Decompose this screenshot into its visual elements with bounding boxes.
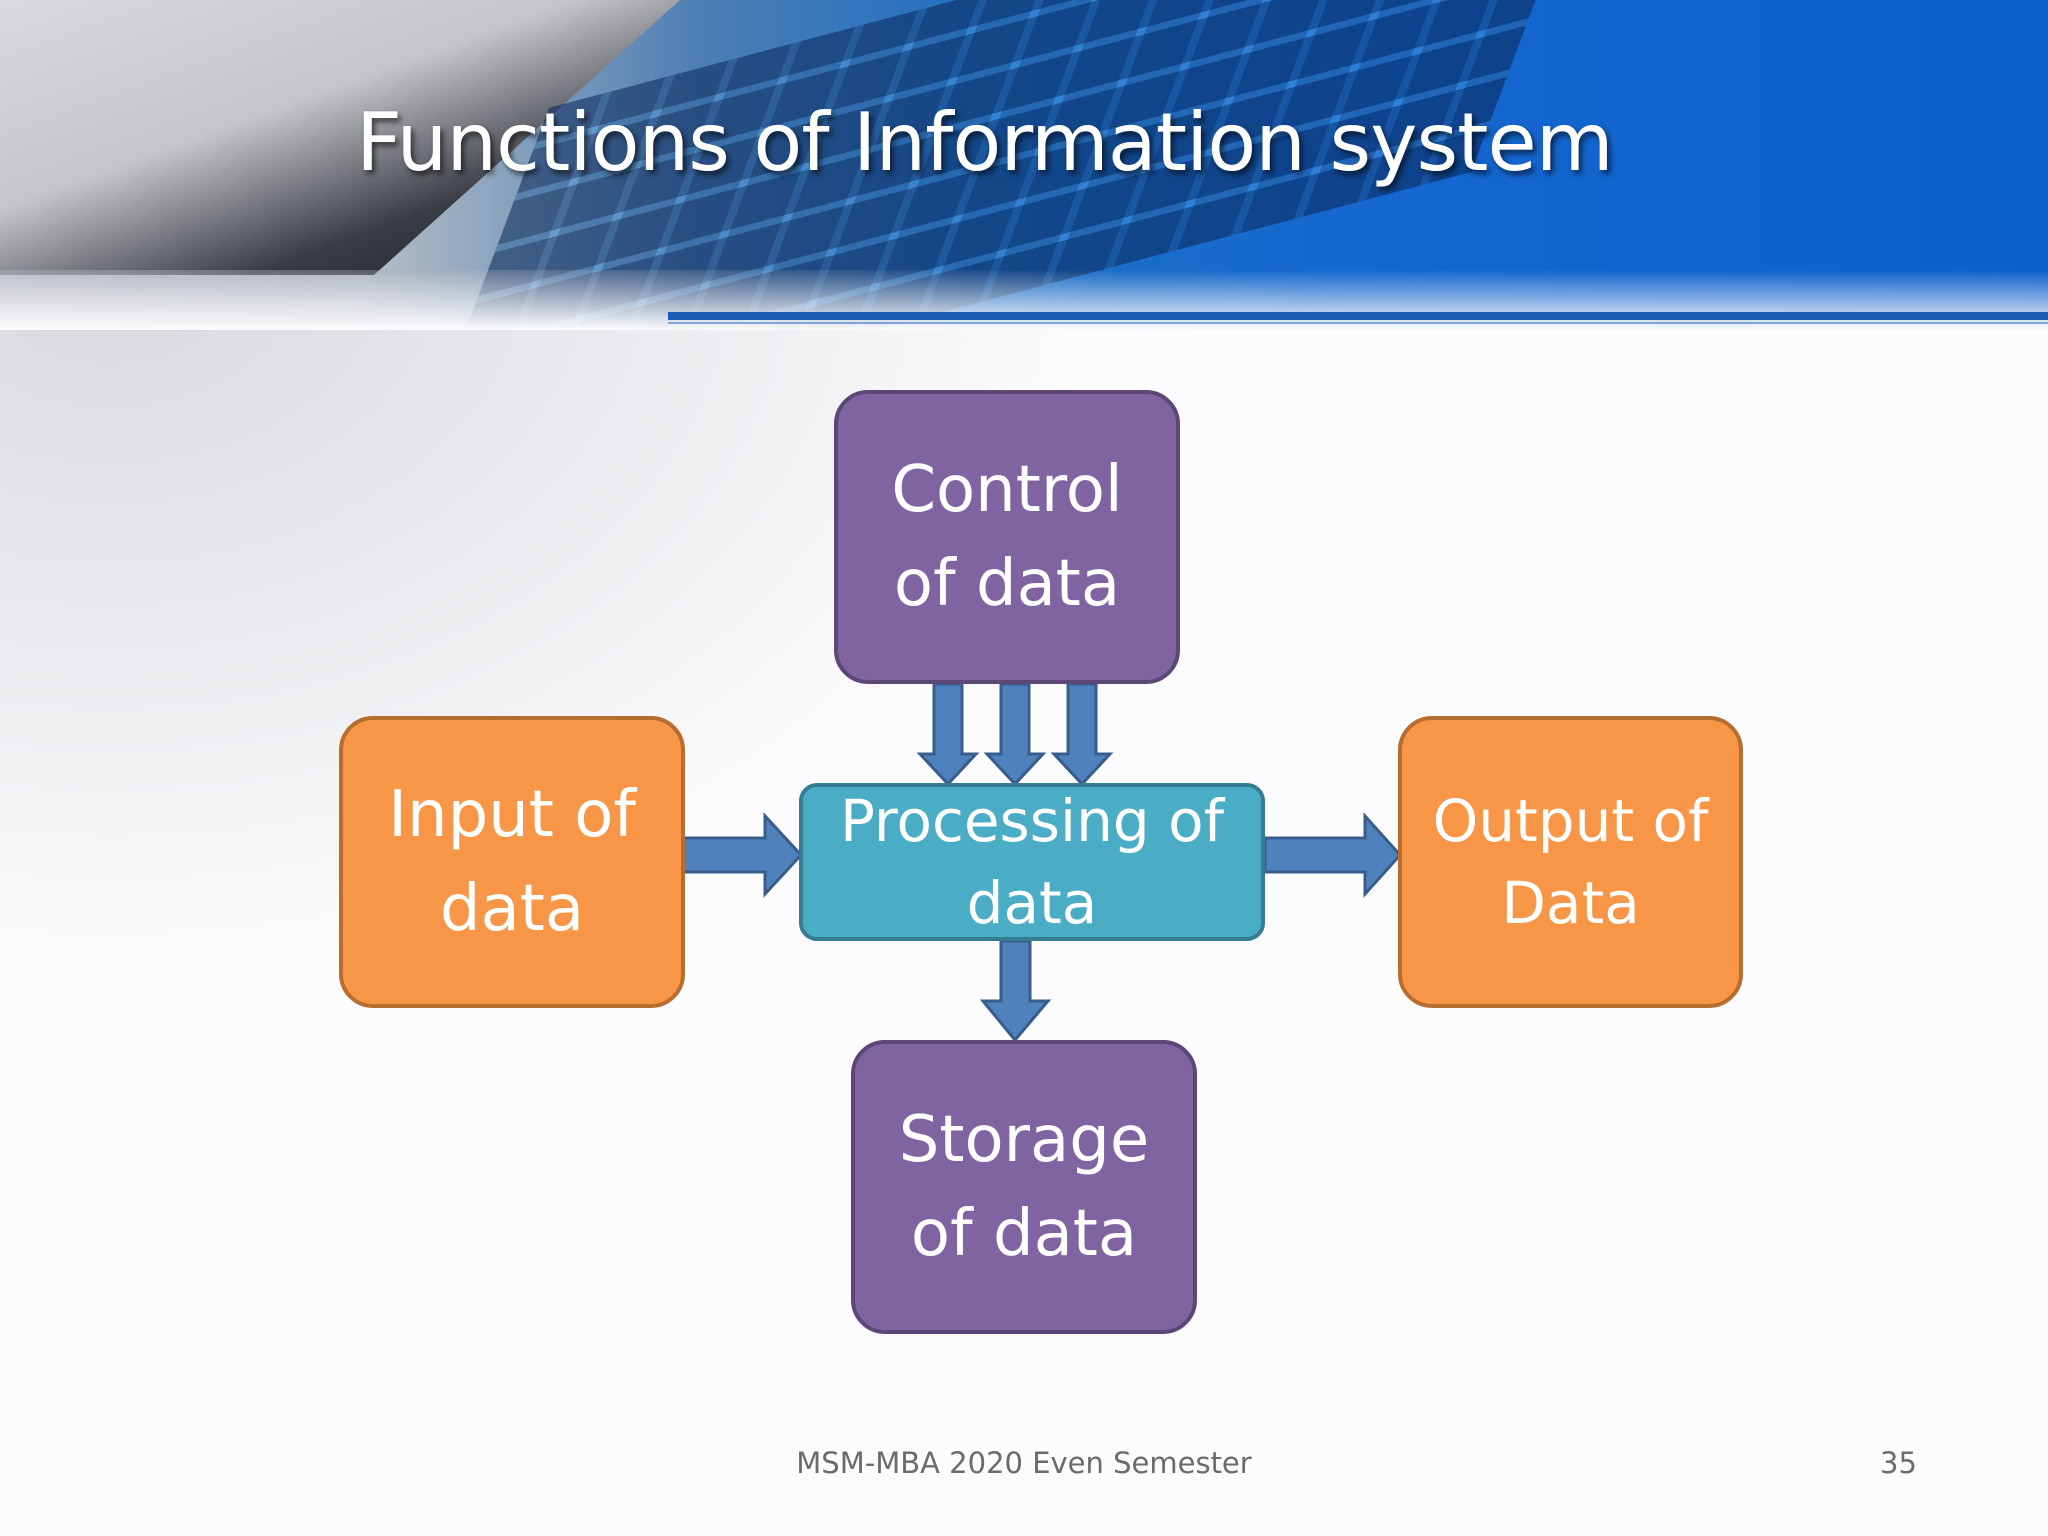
arrow-control-to-processing-3: [1050, 682, 1114, 787]
output-of-data-box: Output of Data: [1398, 716, 1743, 1008]
arrow-control-to-processing-2: [983, 682, 1047, 787]
input-of-data-box: Input of data: [339, 716, 685, 1008]
storage-label-line1: Storage: [898, 1103, 1150, 1177]
processing-of-data-box: Processing of data: [799, 783, 1265, 941]
control-label-line2: of data: [893, 547, 1121, 621]
input-label-line1: Input of: [388, 778, 636, 852]
control-of-data-box: Control of data: [834, 390, 1180, 684]
control-label-line1: Control: [891, 453, 1123, 527]
arrow-control-to-processing-1: [916, 682, 980, 787]
storage-of-data-box: Storage of data: [851, 1040, 1197, 1334]
arrow-processing-to-output: [1263, 812, 1403, 898]
header-accent-line-thin: [668, 322, 2048, 324]
arrow-input-to-processing: [663, 812, 804, 898]
slide-footer: MSM-MBA 2020 Even Semester: [796, 1446, 1252, 1480]
output-label-line1: Output of: [1432, 787, 1709, 855]
header-accent-line: [668, 312, 2048, 320]
arrow-processing-to-storage: [979, 939, 1052, 1043]
processing-label-line2: data: [966, 869, 1098, 937]
output-label-line2: Data: [1501, 869, 1640, 937]
input-label-line2: data: [439, 872, 585, 946]
storage-label-line2: of data: [910, 1197, 1138, 1271]
header-fade: [0, 270, 2048, 330]
slide-number: 35: [1880, 1446, 1917, 1480]
processing-label-line1: Processing of: [839, 787, 1225, 855]
slide-title: Functions of Information system: [356, 96, 1614, 189]
